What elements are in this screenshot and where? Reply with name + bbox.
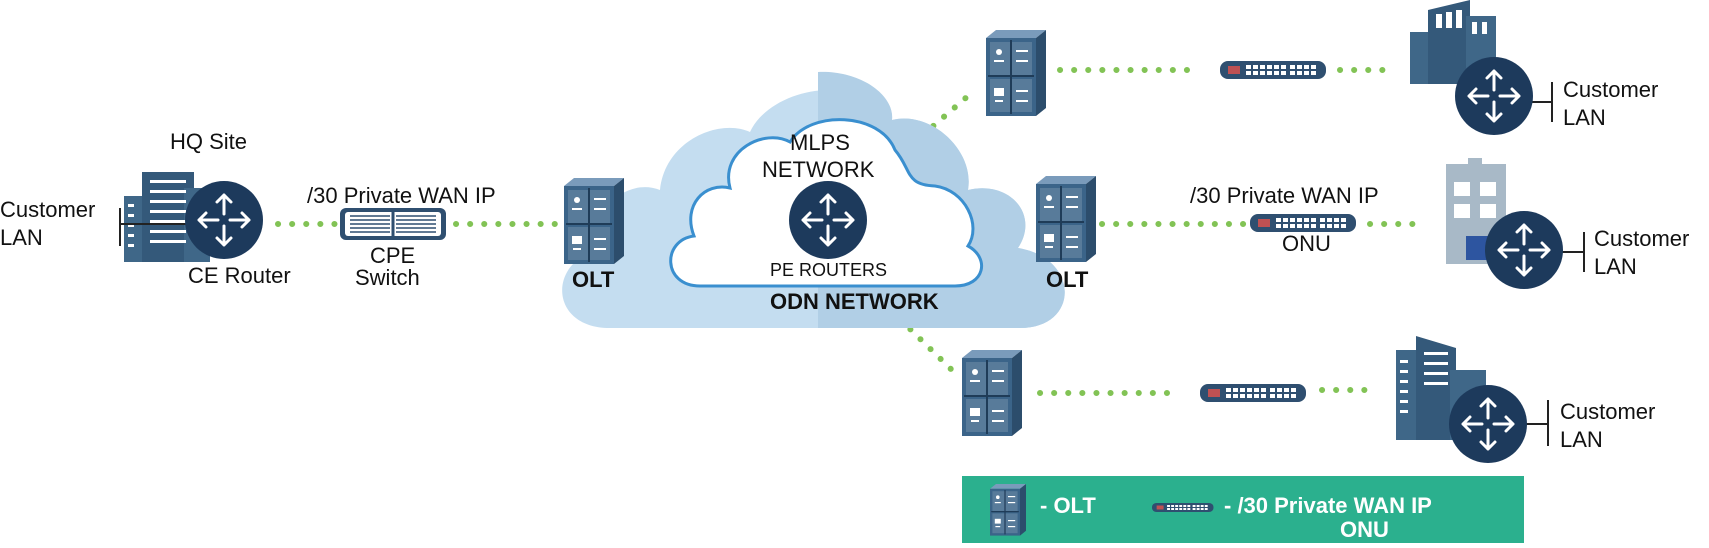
olt-rack-icon-left bbox=[563, 177, 625, 265]
router-icon-bottom bbox=[1447, 383, 1529, 465]
lan-bracket-top bbox=[1530, 82, 1553, 122]
olt-left-label: OLT bbox=[572, 267, 615, 292]
pe-routers-label: PE ROUTERS bbox=[770, 260, 888, 280]
lan-bracket-bottom bbox=[1524, 400, 1549, 446]
middle-customer-lan-line1: Customer bbox=[1594, 226, 1690, 251]
legend-olt-icon bbox=[989, 483, 1027, 537]
router-icon-top bbox=[1453, 55, 1535, 137]
top-customer-lan-line1: Customer bbox=[1563, 77, 1659, 102]
olt-right-label: OLT bbox=[1046, 267, 1089, 292]
legend-onu-text-line1: - /30 Private WAN IP bbox=[1224, 493, 1432, 518]
lan-bracket-middle bbox=[1560, 232, 1585, 272]
olt-rack-icon-right bbox=[1035, 175, 1097, 263]
onu-device-icon-bottom bbox=[1200, 384, 1306, 402]
pe-router-icon bbox=[787, 179, 869, 261]
ce-router-icon bbox=[183, 179, 265, 261]
router-icon-middle bbox=[1483, 209, 1565, 291]
legend-onu-text-line2: ONU bbox=[1340, 517, 1389, 542]
legend-olt-text: - OLT bbox=[1040, 493, 1096, 518]
mpls-label-line1: MLPS bbox=[790, 130, 850, 155]
middle-wan-label: /30 Private WAN IP bbox=[1190, 183, 1379, 208]
cpe-switch-icon bbox=[340, 208, 446, 240]
ce-router-label: CE Router bbox=[188, 263, 291, 288]
onu-device-icon-middle bbox=[1250, 214, 1356, 232]
lan-bracket bbox=[119, 208, 192, 246]
top-customer-lan-line2: LAN bbox=[1563, 105, 1606, 130]
hq-site-label: HQ Site bbox=[170, 129, 248, 154]
onu-label: ONU bbox=[1282, 231, 1331, 256]
mpls-label-line2: NETWORK bbox=[762, 157, 875, 182]
odn-network-label: ODN NETWORK bbox=[770, 289, 939, 314]
onu-device-icon-top bbox=[1220, 61, 1326, 79]
hq-customer-lan-line2: LAN bbox=[0, 225, 43, 250]
hq-wan-label: /30 Private WAN IP bbox=[307, 183, 496, 208]
cpe-label-line1: CPE bbox=[370, 243, 416, 268]
cpe-label-line2: Switch bbox=[355, 265, 420, 290]
office-building-icon bbox=[124, 172, 210, 262]
bottom-customer-lan-line1: Customer bbox=[1560, 399, 1656, 424]
olt-rack-icon-top bbox=[985, 29, 1047, 117]
legend-onu-icon bbox=[1152, 503, 1214, 512]
middle-customer-lan-line2: LAN bbox=[1594, 254, 1637, 279]
legend-box bbox=[962, 476, 1524, 543]
bottom-customer-lan-line2: LAN bbox=[1560, 427, 1603, 452]
hq-customer-lan-line1: Customer bbox=[0, 197, 96, 222]
olt-rack-icon-bottom bbox=[961, 349, 1023, 437]
